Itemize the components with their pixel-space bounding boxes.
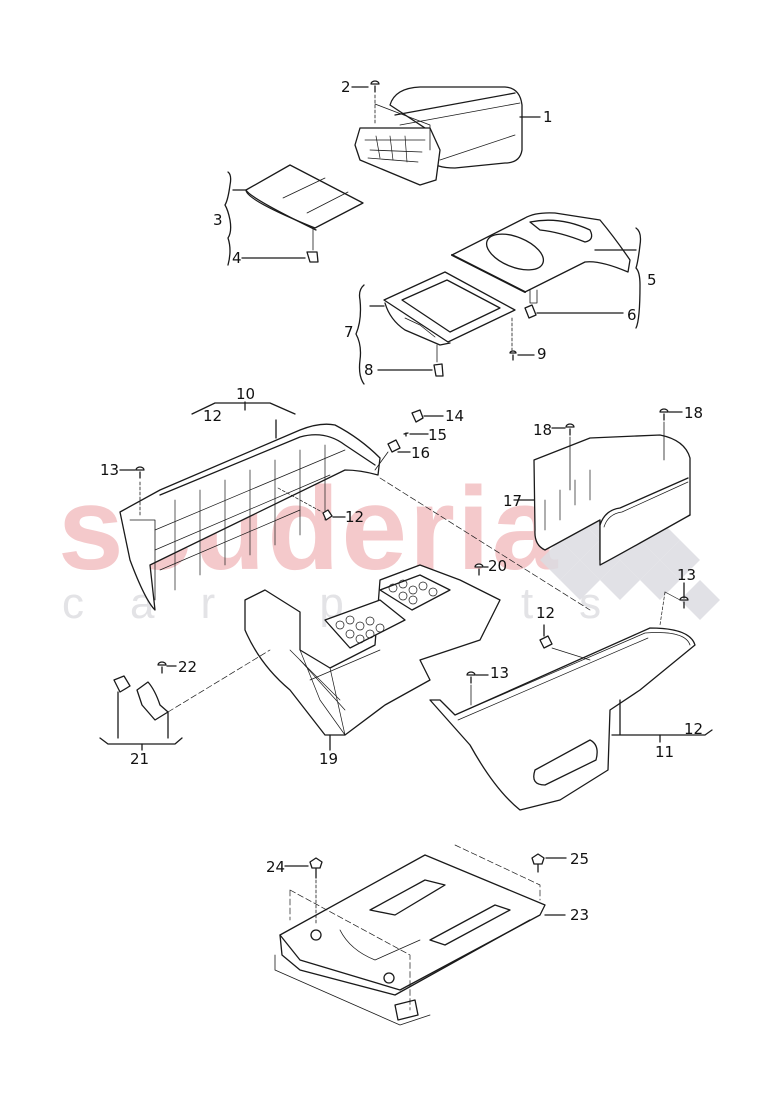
- callout-18-left: 18: [533, 421, 553, 439]
- callout-12-clip: 12: [345, 508, 365, 526]
- screw-part-2: [351, 80, 541, 151]
- callout-22: 22: [178, 658, 198, 676]
- cover-part-3: [224, 164, 364, 266]
- callout-16: 16: [411, 444, 431, 462]
- small-parts-14-16: [374, 409, 591, 611]
- callout-13-panel: 13: [490, 664, 510, 682]
- callout-14: 14: [445, 407, 465, 425]
- trim-panel-part-5: [451, 212, 642, 329]
- callout-12-right-clip: 12: [536, 604, 556, 622]
- callout-3: 3: [213, 211, 223, 229]
- callout-4: 4: [232, 249, 242, 267]
- rear-trim-part-17: [513, 408, 691, 566]
- callout-13-right: 13: [677, 566, 697, 584]
- callout-8: 8: [364, 361, 374, 379]
- callout-17: 17: [503, 492, 523, 510]
- callout-7: 7: [344, 323, 354, 341]
- callout-11: 11: [655, 743, 675, 761]
- callout-12-left-panel: 12: [203, 407, 223, 425]
- callout-9: 9: [537, 345, 547, 363]
- callout-21: 21: [130, 750, 150, 768]
- callout-25: 25: [570, 850, 590, 868]
- callout-6: 6: [627, 306, 637, 324]
- left-side-panel-part-10: [119, 401, 381, 611]
- callout-23: 23: [570, 906, 590, 924]
- callout-1: 1: [543, 108, 553, 126]
- callout-10: 10: [236, 385, 256, 403]
- bracket-set-part-21: [99, 649, 271, 751]
- callout-20: 20: [488, 557, 508, 575]
- armrest-part-1: [354, 86, 523, 186]
- base-plate-part-23: [274, 844, 567, 1026]
- callout-12-right-panel: 12: [684, 720, 704, 738]
- callout-5: 5: [647, 271, 657, 289]
- console-carrier-part-19: [244, 563, 501, 751]
- callout-13-left: 13: [100, 461, 120, 479]
- callout-15: 15: [428, 426, 448, 444]
- callout-18-right: 18: [684, 404, 704, 422]
- callout-19: 19: [319, 750, 339, 768]
- callout-2: 2: [341, 78, 351, 96]
- storage-tray-part-7: [355, 271, 535, 385]
- callout-24: 24: [266, 858, 286, 876]
- right-side-panel-part-11: [429, 582, 713, 811]
